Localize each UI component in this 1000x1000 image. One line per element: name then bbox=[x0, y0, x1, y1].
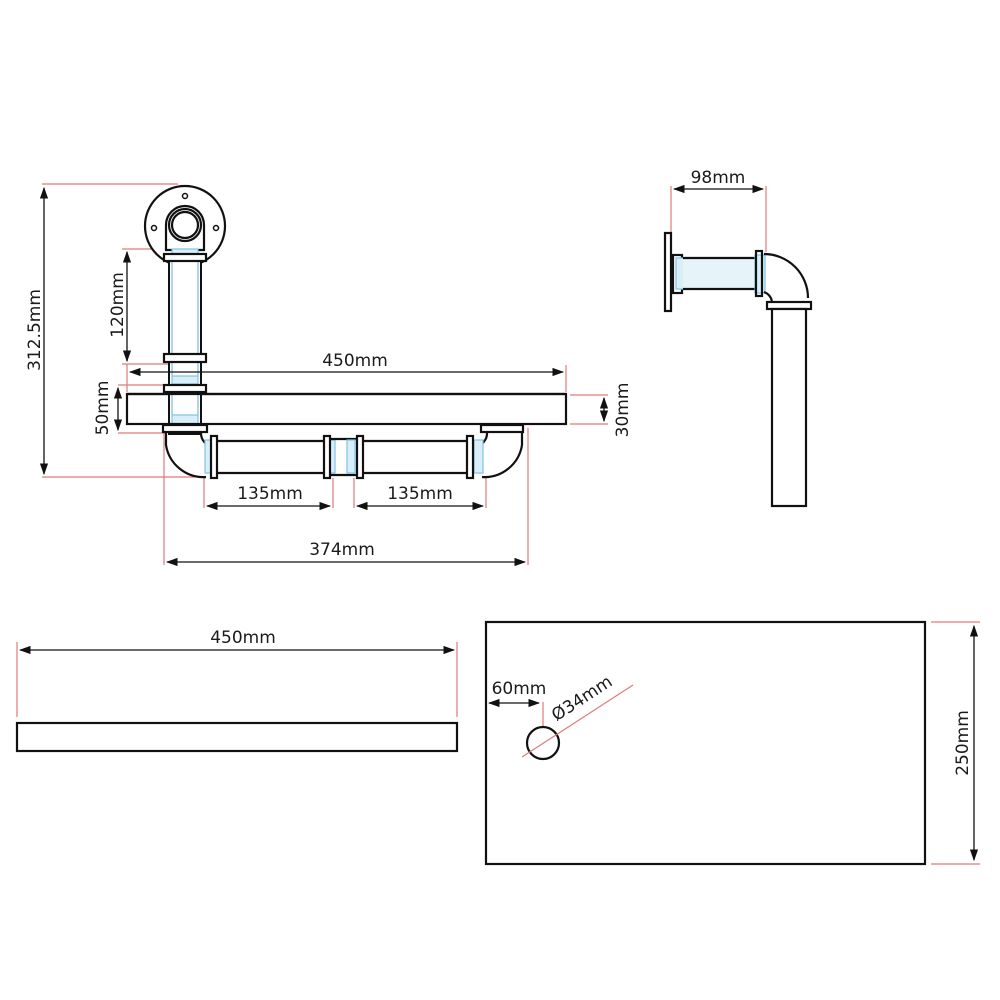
dim-shelf-thickness: 30mm bbox=[613, 383, 633, 438]
horizontal-pipe-right bbox=[346, 434, 484, 480]
dim-shelf-depth: 250mm bbox=[953, 710, 973, 776]
vertical-pipe bbox=[162, 248, 208, 435]
wall-flange bbox=[143, 184, 227, 268]
horizontal-pipe-left bbox=[204, 434, 336, 480]
shelf-top-view: 250mm 60mm Ø34mm bbox=[484, 620, 980, 866]
shelf-side-view: 450mm bbox=[15, 628, 459, 753]
dim-bracket-gap: 50mm bbox=[93, 381, 113, 436]
side-vertical-pipe bbox=[770, 307, 808, 508]
front-view: 312.5mm 120mm 50mm 450mm 30mm 135mm 135m… bbox=[25, 183, 633, 567]
side-flange bbox=[663, 231, 673, 313]
dim-hole-offset: 60mm bbox=[492, 679, 547, 699]
dim-overall-height: 312.5mm bbox=[25, 289, 45, 371]
dim-pipe-left: 135mm bbox=[237, 484, 303, 504]
dim-shelf-side-width: 450mm bbox=[210, 628, 276, 648]
side-view: 98mm bbox=[663, 168, 813, 508]
dim-vertical-pipe: 120mm bbox=[108, 272, 128, 338]
dim-pipe-right: 135mm bbox=[387, 484, 453, 504]
dim-wall-offset: 98mm bbox=[691, 168, 746, 188]
shelf-front bbox=[125, 392, 568, 426]
shelf-side-board bbox=[15, 721, 459, 753]
front-extension-lines bbox=[42, 183, 608, 565]
dim-pipe-span: 374mm bbox=[309, 540, 375, 560]
side-elbow bbox=[763, 252, 810, 303]
dim-shelf-width: 450mm bbox=[322, 351, 388, 371]
